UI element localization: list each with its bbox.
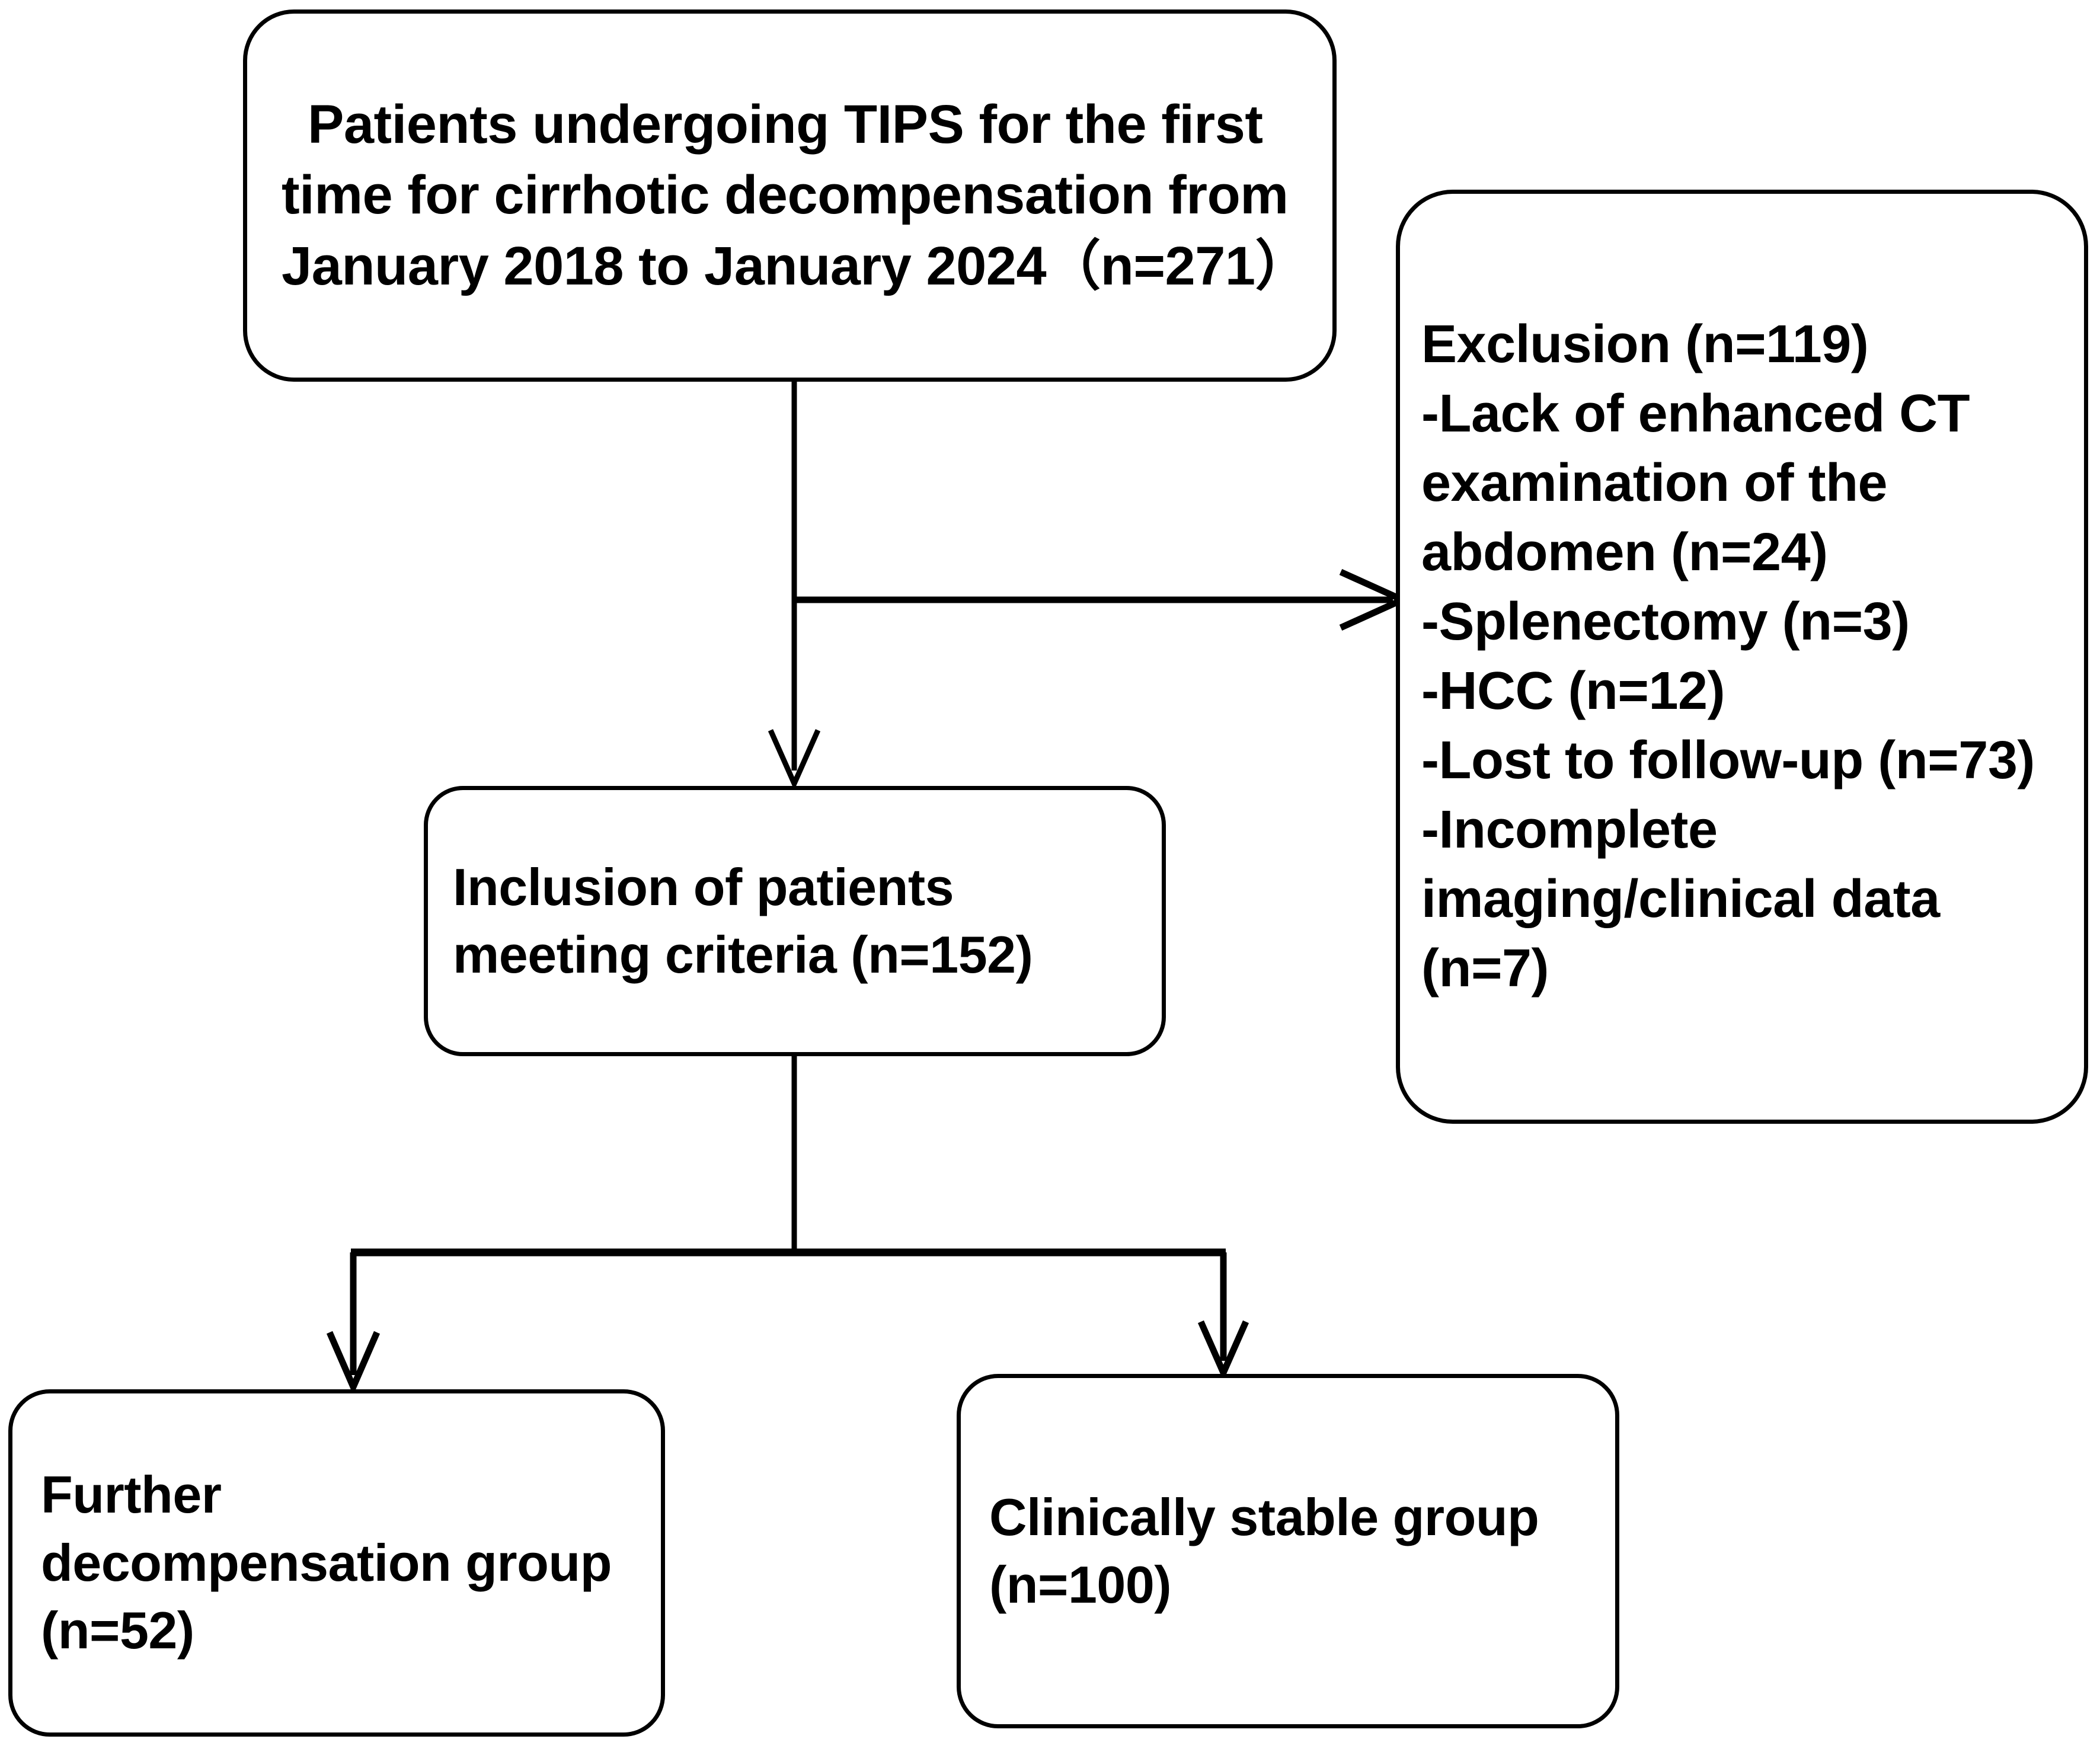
edge-source-to-inclusion: [768, 379, 821, 791]
node-further-decompensation-group-label: Further decompensation group (n=52): [41, 1465, 612, 1660]
node-source-population-label: Patients undergoing TIPS for the first t…: [282, 94, 1310, 296]
node-exclusion[interactable]: Exclusion (n=119) -Lack of enhanced CT e…: [1396, 190, 2088, 1124]
edge-inclusion-split: [351, 1056, 1226, 1257]
node-exclusion-label: Exclusion (n=119) -Lack of enhanced CT e…: [1421, 315, 2035, 998]
edge-inclusion-to-stable: [1197, 1252, 1249, 1381]
node-clinically-stable-group[interactable]: Clinically stable group (n=100): [957, 1374, 1619, 1728]
node-clinically-stable-group-label: Clinically stable group (n=100): [989, 1487, 1539, 1614]
node-source-population[interactable]: Patients undergoing TIPS for the first t…: [243, 9, 1337, 382]
edge-inclusion-to-further: [326, 1252, 381, 1395]
node-inclusion-label: Inclusion of patients meeting criteria (…: [453, 857, 1033, 984]
node-further-decompensation-group[interactable]: Further decompensation group (n=52): [8, 1389, 665, 1737]
edge-source-to-exclusion: [794, 568, 1411, 631]
node-inclusion[interactable]: Inclusion of patients meeting criteria (…: [424, 786, 1166, 1056]
